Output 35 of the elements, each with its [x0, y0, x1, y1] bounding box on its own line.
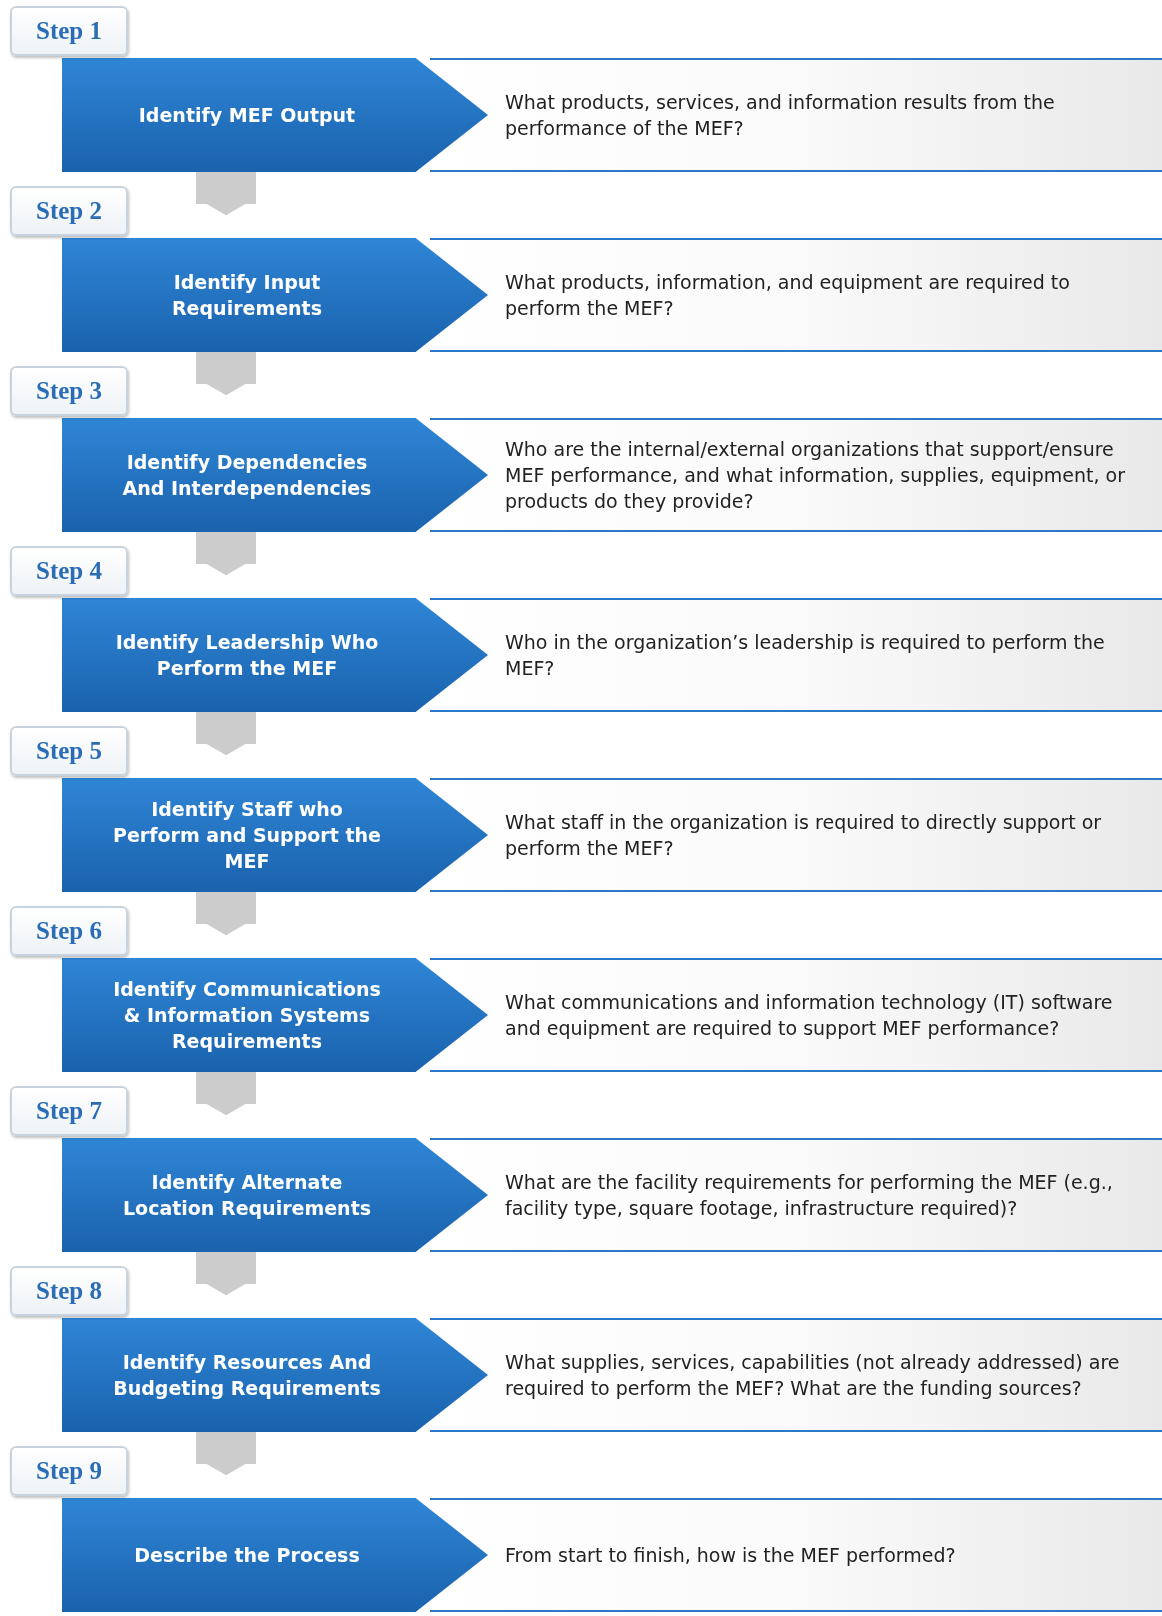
down-arrow — [196, 532, 256, 576]
step-tab: Step 7 — [10, 1086, 128, 1136]
question-panel: Who in the organization’s leadership is required to perform the MEF? — [430, 598, 1162, 712]
step-arrow-banner: Identify Alternate Location Requirements — [62, 1138, 488, 1252]
step-arrow-banner: Identify Leadership Who Perform the MEF — [62, 598, 488, 712]
step-tab: Step 4 — [10, 546, 128, 596]
step-arrow-banner: Identify Staff who Perform and Support the MEF — [62, 778, 488, 892]
question-panel: What staff in the organization is required to directly support or perform the MEF? — [430, 778, 1162, 892]
down-arrow — [196, 892, 256, 936]
step-arrow-banner: Describe the Process — [62, 1498, 488, 1612]
step-tab: Step 8 — [10, 1266, 128, 1316]
step-tab: Step 9 — [10, 1446, 128, 1496]
down-arrow — [196, 712, 256, 756]
step-arrow-banner: Identify MEF Output — [62, 58, 488, 172]
question-panel: What communications and information technology (IT) software and equipment are required to support MEF performance? — [430, 958, 1162, 1072]
down-arrow — [196, 352, 256, 396]
question-panel: From start to finish, how is the MEF performed? — [430, 1498, 1162, 1612]
question-panel: Who are the internal/external organizations that support/ensure MEF performance, and what information, supplies, equipment, or products do they provide? — [430, 418, 1162, 532]
step-tab: Step 3 — [10, 366, 128, 416]
question-panel: What are the facility requirements for performing the MEF (e.g., facility type, square footage, infrastructure required)? — [430, 1138, 1162, 1252]
step-arrow-banner: Identify Dependencies And Interdependencies — [62, 418, 488, 532]
step-arrow-banner: Identify Resources And Budgeting Requirements — [62, 1318, 488, 1432]
down-arrow — [196, 1252, 256, 1296]
question-panel: What products, information, and equipment are required to perform the MEF? — [430, 238, 1162, 352]
step-arrow-banner: Identify Input Requirements — [62, 238, 488, 352]
step-tab: Step 1 — [10, 6, 128, 56]
step-tab: Step 5 — [10, 726, 128, 776]
down-arrow — [196, 1432, 256, 1476]
down-arrow — [196, 172, 256, 216]
step-arrow-banner: Identify Communications & Information Systems Requirements — [62, 958, 488, 1072]
step-tab: Step 6 — [10, 906, 128, 956]
step-tab: Step 2 — [10, 186, 128, 236]
question-panel: What products, services, and information results from the performance of the MEF? — [430, 58, 1162, 172]
question-panel: What supplies, services, capabilities (not already addressed) are required to perform the MEF? What are the funding sources? — [430, 1318, 1162, 1432]
down-arrow — [196, 1072, 256, 1116]
